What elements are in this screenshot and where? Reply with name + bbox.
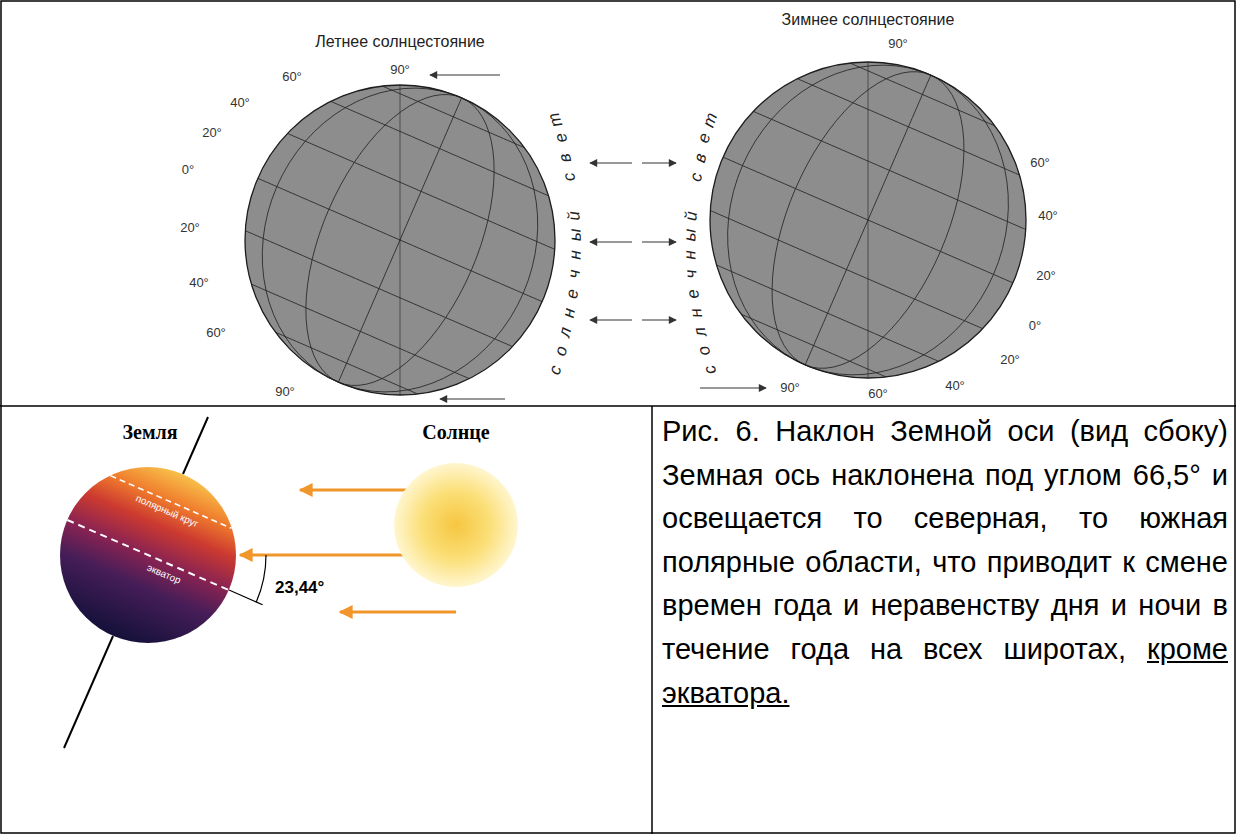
caption-block: Рис. 6. Наклон Земной оси (вид сбоку) Зем… [662, 410, 1228, 715]
light-letter: н [681, 250, 698, 260]
light-letter: ч [565, 269, 583, 279]
latitude-label: 20° [1000, 353, 1020, 368]
polar-circle-line [111, 476, 232, 529]
light-letter: й [682, 210, 700, 221]
latitude-label: 90° [780, 381, 800, 396]
panel-title: Зимнее солнцестояние [782, 11, 955, 29]
light-arrow [590, 162, 632, 163]
latitude-label: 40° [230, 96, 250, 111]
latitude-label: 40° [189, 276, 209, 291]
light-letter: е [563, 288, 581, 299]
earth-label: Земля [122, 421, 177, 444]
light-letter: в [690, 151, 709, 163]
latitude-label: 60° [868, 387, 888, 402]
light-letter: н [566, 250, 583, 260]
light-letter: н [687, 307, 705, 319]
frame-rule [0, 405, 1236, 407]
sun-ray [340, 611, 456, 614]
latitude-label: 20° [1036, 269, 1056, 284]
light-arrow [642, 319, 676, 320]
frame-rule [651, 406, 653, 834]
light-letter: й [565, 210, 583, 221]
light-letter: с [560, 171, 578, 182]
light-letter: ы [681, 229, 698, 242]
light-arrow [590, 241, 632, 242]
light-letter: л [690, 326, 709, 339]
continent [364, 90, 385, 96]
earth-sun-figure [60, 417, 518, 748]
globe [710, 62, 1026, 378]
latitude-label: 60° [282, 70, 302, 85]
latitude-label: 60° [206, 326, 226, 341]
sun-label: Солнце [422, 421, 489, 444]
light-letter: с [545, 364, 564, 377]
light-label: солнечный свет [541, 106, 589, 385]
sun-disc [394, 463, 518, 587]
light-letter: в [556, 151, 575, 163]
light-arrow [700, 387, 766, 388]
earth-axis [64, 636, 113, 748]
latitude-label: 90° [888, 37, 908, 52]
light-label: солнечный свет [676, 106, 724, 385]
latitude-label: 0° [182, 163, 194, 178]
light-letter: т [545, 110, 566, 129]
latitude-label: 40° [945, 379, 965, 394]
caption-text: Земная ось наклонена под углом 66,5° и о… [662, 459, 1228, 665]
figure-caption: Рис. 6. Наклон Земной оси (вид сбоку) [662, 410, 1228, 454]
latitude-label: 40° [1038, 209, 1058, 224]
panel-title: Летнее солнцестояние [315, 33, 484, 51]
light-letter: о [551, 345, 570, 359]
light-letter: ы [566, 229, 583, 242]
latitude-label: 0° [1029, 319, 1041, 334]
light-letter: с [701, 364, 720, 377]
light-arrow [440, 398, 505, 399]
latitude-label: 90° [275, 385, 295, 400]
light-arrow [642, 241, 676, 242]
terminator [868, 62, 869, 378]
latitude-label: 60° [1030, 156, 1050, 171]
light-letter [563, 193, 580, 200]
globe [245, 85, 555, 395]
continent [832, 67, 853, 73]
sunlight-arrows [430, 75, 766, 399]
continent [245, 85, 555, 395]
globe-outline [245, 85, 555, 395]
light-arrow [642, 162, 676, 163]
light-letter [684, 193, 701, 200]
globes [245, 62, 1026, 395]
light-letter: ч [682, 269, 700, 279]
light-letter: е [684, 288, 702, 299]
polar-circle-label: полярный круг [134, 492, 200, 529]
continent [710, 62, 1026, 378]
light-letter: л [556, 326, 575, 339]
globe-outline [710, 62, 1026, 378]
latitude-label: 20° [180, 221, 200, 236]
globe-ocean [710, 62, 1026, 378]
light-arrow [430, 74, 500, 75]
earth-disc [60, 467, 236, 643]
light-arrow [590, 319, 632, 320]
light-letter: н [560, 307, 578, 319]
angle-arc [256, 555, 266, 602]
light-letter: е [695, 132, 714, 146]
light-letter: е [551, 132, 570, 146]
latitude-label: 90° [390, 63, 410, 78]
light-letter: с [687, 171, 705, 182]
latitude-label: 20° [202, 126, 222, 141]
equator-label: экватор [145, 562, 182, 587]
equator-line [67, 520, 228, 590]
terminator [400, 85, 401, 395]
light-letter: о [695, 345, 714, 359]
earth-axis [183, 417, 208, 474]
globe-ocean [245, 85, 555, 395]
light-letter: т [700, 110, 721, 129]
angle-label: 23,44° [275, 578, 324, 598]
caption-paragraph: Земная ось наклонена под углом 66,5° и о… [662, 454, 1228, 716]
